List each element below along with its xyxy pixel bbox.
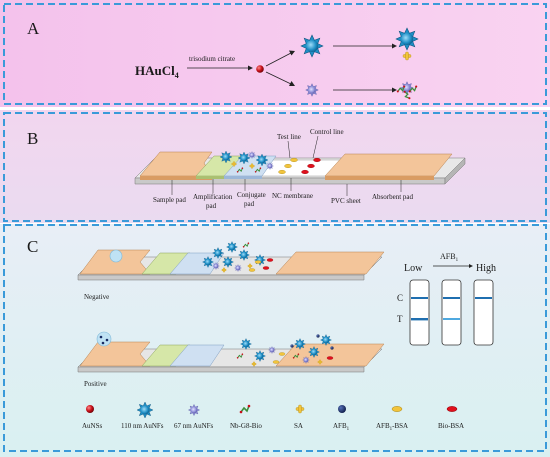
conjugate-pad-label: Conjugate (237, 191, 266, 199)
amplification-pad-edge (196, 176, 232, 179)
negative-conjugate-pad (169, 252, 225, 275)
control-line-pointer (312, 135, 319, 159)
positive-sample-pad (79, 341, 151, 367)
panel-a: A HAuCl4 trisodium citrate (0, 0, 550, 107)
high-control-band (475, 297, 492, 299)
amplification-pad-label-2: pad (206, 202, 217, 210)
test-line-label: Test line (277, 133, 301, 141)
legend-nb-g8-bio-label: Nb-G8-Bio (230, 422, 262, 430)
sample-pad-edge (140, 176, 212, 180)
legend-67nm-aunfs-icon (187, 403, 201, 417)
legend-afb1-icon (338, 405, 346, 413)
low-control-band (411, 297, 428, 299)
branch-arrow-lower-head (289, 81, 295, 86)
large-nanoflower-icon (300, 34, 324, 58)
reaction-condition-label: trisodium citrate (189, 55, 235, 63)
legend-67nm-aunfs-label: 67 nm AuNFs (174, 422, 214, 430)
negative-strip: Negative (77, 241, 385, 301)
result-strip-mid (441, 279, 462, 346)
absorbent-pad-label: Absorbent pad (372, 193, 414, 201)
legend-aunss-icon (86, 405, 94, 413)
amplification-pad-label: Amplification (193, 193, 233, 201)
legend-afb1-label: AFB1 (333, 422, 350, 432)
negative-sample-drop-icon (109, 249, 123, 263)
reagent-label: HAuCl4 (135, 63, 179, 80)
low-test-band (411, 318, 428, 321)
afb1-arrow-label: AFB1 (440, 252, 459, 263)
legend-bio-bsa-icon (446, 406, 458, 412)
conjugate-pad-label-2: pad (244, 200, 255, 208)
pvc-sheet-side (444, 157, 466, 185)
mid-test-band (443, 318, 460, 320)
panel-a-letter: A (27, 19, 40, 38)
negative-label: Negative (84, 293, 109, 301)
panel-a-background (0, 0, 550, 107)
positive-label: Positive (84, 380, 107, 388)
small-nanoflower-icon (305, 83, 319, 97)
low-label: Low (404, 263, 423, 274)
pvc-sheet-label: PVC sheet (331, 197, 361, 205)
test-strip-b (134, 150, 466, 185)
legend-afb1-bsa-icon (391, 406, 403, 412)
panel-c-letter: C (27, 237, 38, 256)
panel-b-border (3, 112, 547, 222)
reaction-arrow-head (248, 65, 253, 71)
branch-arrow-upper-head (289, 50, 295, 56)
positive-absorbent-pad (275, 343, 385, 367)
result-strip-low (409, 279, 430, 346)
legend-110nm-aunfs-label: 110 nm AuNFs (121, 422, 164, 430)
positive-sample-drop-icon (96, 331, 112, 347)
negative-absorbent-pad (275, 251, 385, 275)
legend-bio-bsa-label: Bio-BSA (438, 422, 464, 430)
positive-pvc-edge (77, 366, 365, 373)
result-strip-high (473, 279, 494, 346)
panel-a-border (3, 3, 547, 105)
conjugate-pad-edge (224, 176, 262, 179)
positive-conjugate-pad (169, 344, 225, 367)
legend-110nm-aunfs-icon (136, 401, 154, 419)
positive-particles (236, 334, 334, 367)
test-line-pointer (287, 140, 291, 159)
nc-membrane-label: NC membrane (272, 192, 313, 200)
mid-control-band (443, 297, 460, 299)
positive-strip: Positive (77, 331, 385, 388)
afb1-arrow-head (469, 264, 473, 268)
legend: AuNSs 110 nm AuNFs 67 nm AuNFs Nb-G8-Bio… (82, 401, 464, 432)
absorbent-pad (324, 153, 453, 177)
conjugation-arrow-upper-head (392, 43, 397, 49)
legend-afb1-bsa-label: AFB1-BSA (376, 422, 408, 432)
negative-pvc-edge (77, 274, 365, 281)
panel-c-border (3, 224, 547, 452)
legend-aunss-label: AuNSs (82, 422, 103, 430)
absorbent-pad-edge (325, 176, 434, 180)
panel-c: C (0, 224, 550, 457)
t-line-label: T (397, 314, 403, 324)
legend-sa-label: SA (294, 422, 303, 430)
panel-b-letter: B (27, 129, 38, 148)
branch-arrow-lower (265, 71, 292, 85)
conjugation-arrow-lower-head (392, 87, 397, 93)
control-line-label: Control line (310, 128, 344, 136)
sample-pad-label: Sample pad (153, 196, 186, 204)
high-label: High (476, 263, 496, 274)
branch-arrow-upper (265, 52, 292, 67)
panel-b: B (0, 110, 550, 223)
aunss-seed-icon (256, 65, 264, 73)
c-line-label: C (397, 293, 403, 303)
